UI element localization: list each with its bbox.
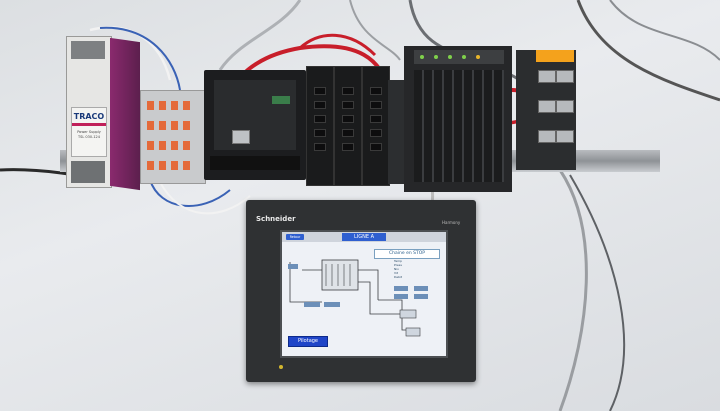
switch-port [538, 100, 556, 113]
hmi-screen[interactable]: Retour LIGNE A Chaine en STOP [280, 230, 448, 358]
pilotage-button[interactable]: Pilotage [288, 336, 328, 347]
status-box: Chaine en STOP [374, 249, 440, 259]
remote-io-terminals [414, 70, 504, 182]
psu-terminal-bottom [71, 161, 105, 183]
hmi-brand: Schneider [256, 215, 296, 223]
plc-status-panel [272, 96, 290, 104]
switch-port [538, 70, 556, 83]
power-supply: TRACO Power Supply TSL 030-124 [66, 36, 112, 188]
info-list: Temp Press Niv Vit Debit [394, 259, 402, 279]
info-row: Temp [394, 259, 402, 263]
io-module-3 [362, 66, 390, 186]
switch-port [556, 100, 574, 113]
info-row: Vit [394, 271, 398, 275]
psu-caption: Power Supply TSL 030-124 [77, 130, 101, 139]
status-led [420, 55, 424, 59]
screen-title: LIGNE A [342, 233, 386, 241]
back-button[interactable]: Retour [286, 234, 304, 240]
screen-header: Retour LIGNE A [282, 232, 446, 242]
info-row: Debit [394, 275, 403, 279]
plc-controller [204, 70, 306, 180]
ethernet-port [232, 130, 250, 144]
ethernet-switch [516, 50, 576, 170]
status-led [476, 55, 480, 59]
hmi-panel: Schneider Harmony Retour LIGNE A Chaine … [246, 200, 476, 382]
status-led [434, 55, 438, 59]
terminal-block [140, 90, 206, 184]
psu-stripe [72, 123, 106, 126]
power-led [279, 365, 283, 369]
hmi-model-badge: Harmony [442, 220, 461, 225]
status-led [462, 55, 466, 59]
io-coupler [388, 80, 404, 184]
psu-terminal-top [71, 41, 105, 59]
psu-brand: TRACO [73, 112, 105, 121]
switch-port [556, 130, 574, 143]
status-led [448, 55, 452, 59]
psu-label: TRACO Power Supply TSL 030-124 [71, 107, 107, 157]
psu-side-panel [110, 37, 140, 191]
info-row: Press [394, 263, 402, 267]
remote-io-station [404, 46, 512, 192]
switch-label [536, 50, 574, 62]
switch-port [538, 130, 556, 143]
switch-port [556, 70, 574, 83]
process-diagram [288, 259, 428, 337]
info-row: Niv [394, 267, 399, 271]
io-module-2 [334, 66, 362, 186]
io-module-1 [306, 66, 334, 186]
plc-face [214, 80, 296, 150]
plc-io-connector [210, 156, 300, 170]
remote-io-header [414, 50, 504, 64]
